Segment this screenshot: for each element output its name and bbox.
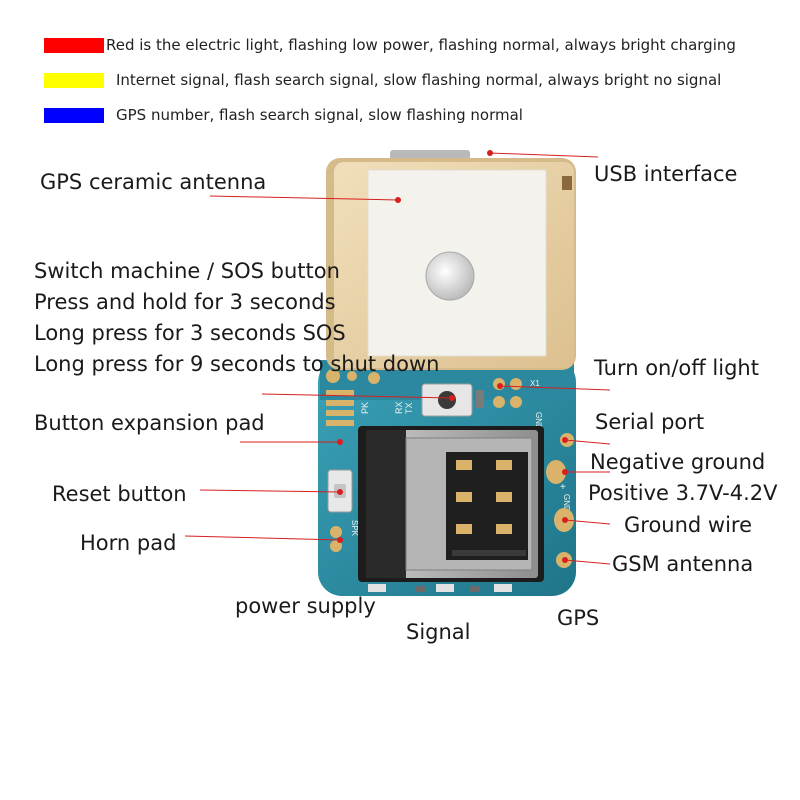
sos-button[interactable] <box>421 383 473 417</box>
silk-tx: TX <box>404 402 414 414</box>
sos-line-3: Long press for 3 seconds SOS <box>34 321 346 345</box>
label-ground-wire: Ground wire <box>624 513 753 537</box>
silk-rx: RX <box>394 401 404 414</box>
sos-line-2: Press and hold for 3 seconds <box>34 290 336 314</box>
pointer-dots <box>337 150 568 563</box>
label-usb-interface: USB interface <box>594 162 738 186</box>
light-switch-pads <box>493 378 522 408</box>
silk-x1: X1 <box>530 379 540 388</box>
antenna-feed-pin <box>425 251 475 301</box>
legend-blue-swatch <box>44 108 104 123</box>
label-reset-button: Reset button <box>52 482 187 506</box>
pointer-lines <box>184 152 611 565</box>
sim-card-holder <box>358 426 544 582</box>
sos-line-4: Long press for 9 seconds to shut down <box>34 352 440 376</box>
silk-gnd-right: GND <box>562 494 571 512</box>
silk-gnd-top: GND <box>534 412 543 430</box>
horn-pads <box>330 526 342 552</box>
legend-red-text: Red is the electric light, flashing low … <box>106 36 736 54</box>
gps-ceramic-antenna <box>326 158 576 370</box>
label-positive: Positive 3.7V-4.2V <box>588 481 778 505</box>
label-gps: GPS <box>557 606 600 630</box>
label-gps-ceramic-antenna: GPS ceramic antenna <box>40 170 267 194</box>
label-button-expansion-pad: Button expansion pad <box>34 411 265 435</box>
label-serial-port: Serial port <box>595 410 705 434</box>
legend-blue-text: GPS number, flash search signal, slow fl… <box>116 106 523 124</box>
status-leds <box>368 584 512 592</box>
button-expansion-pads <box>326 369 380 426</box>
silk-plus: + <box>560 482 566 493</box>
sos-line-1: Switch machine / SOS button <box>34 259 340 283</box>
label-horn-pad: Horn pad <box>80 531 177 555</box>
label-turn-light: Turn on/off light <box>594 356 759 380</box>
label-signal: Signal <box>406 620 471 644</box>
legend-yellow-swatch <box>44 73 104 88</box>
label-negative-ground: Negative ground <box>590 450 766 474</box>
legend-red-swatch <box>44 38 104 53</box>
legend-yellow-text: Internet signal, flash search signal, sl… <box>116 71 722 89</box>
label-power-supply: power supply <box>235 594 376 618</box>
sos-button-description: Switch machine / SOS button Press and ho… <box>34 256 439 380</box>
silk-pk: PK <box>360 402 370 414</box>
label-gsm-antenna: GSM antenna <box>612 552 754 576</box>
silk-spk: SPK <box>350 520 359 537</box>
usb-connector[interactable] <box>390 150 470 160</box>
